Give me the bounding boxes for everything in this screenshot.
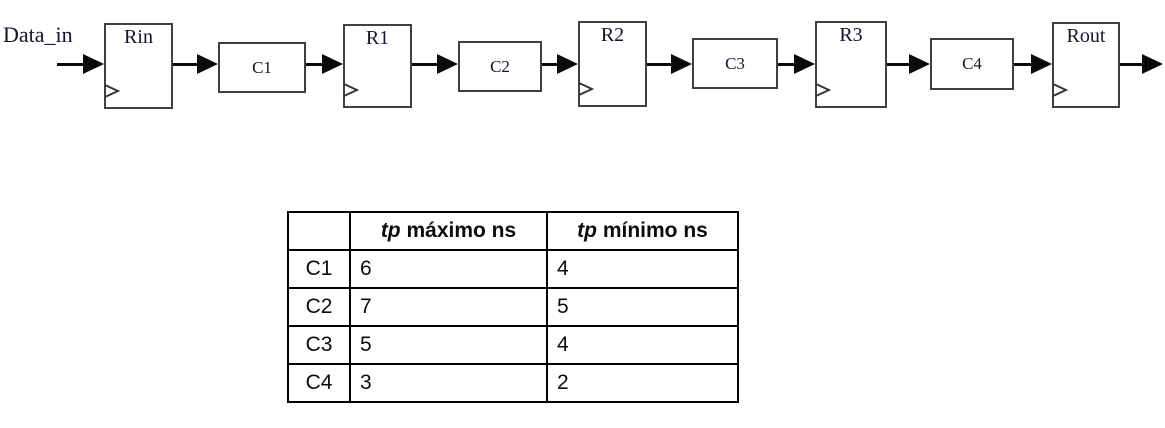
arrow-head-icon — [437, 54, 458, 74]
arrow-stem — [305, 62, 322, 66]
comb-block-c4: C4 — [930, 38, 1014, 90]
arrow-rin-to-c1 — [172, 54, 218, 74]
clock-input-icon — [1052, 83, 1068, 97]
arrow-c1-to-r1 — [305, 54, 343, 74]
comb-block-label: C1 — [252, 57, 272, 77]
register-label: Rout — [1066, 25, 1106, 47]
table-row: C2 7 5 — [287, 287, 739, 327]
header-tp-max: tp máximo ns — [349, 211, 548, 251]
register-label: R2 — [600, 24, 625, 46]
register-rin: Rin — [104, 23, 173, 109]
arrow-rout-to-output — [1119, 54, 1163, 74]
arrow-head-icon — [83, 54, 104, 74]
tp-table: tp máximo ns tp mínimo ns C1 6 4 C2 7 5 … — [287, 211, 739, 403]
comb-block-c2: C2 — [458, 41, 542, 92]
register-r2: R2 — [578, 21, 647, 107]
register-label: R3 — [839, 24, 863, 46]
arrow-datain-to-rin — [57, 54, 104, 74]
comb-block-label: C2 — [490, 56, 510, 76]
row-name-cell: C1 — [287, 249, 351, 289]
arrow-c3-to-r3 — [777, 54, 815, 74]
arrow-head-icon — [794, 54, 815, 74]
tp-max-cell: 5 — [349, 325, 548, 365]
table-row: C4 3 2 — [287, 363, 739, 403]
arrow-stem — [541, 62, 557, 66]
comb-block-c1: C1 — [218, 42, 306, 93]
arrow-head-icon — [1142, 54, 1163, 74]
comb-block-c3: C3 — [692, 38, 778, 89]
arrow-head-icon — [1031, 54, 1052, 74]
table-header-row: tp máximo ns tp mínimo ns — [287, 211, 739, 251]
register-label: Rin — [124, 26, 153, 48]
clock-input-icon — [343, 83, 359, 97]
register-r1: R1 — [343, 24, 412, 108]
comb-block-label: C4 — [962, 54, 982, 73]
tp-min-cell: 4 — [546, 249, 739, 289]
arrow-stem — [1013, 62, 1031, 66]
header-tp-min: tp mínimo ns — [546, 211, 739, 251]
arrow-head-icon — [909, 54, 930, 74]
header-tp-max-text: máximo ns — [400, 219, 517, 242]
tp-min-cell: 4 — [546, 325, 739, 365]
arrow-r1-to-c2 — [411, 54, 458, 74]
row-name-cell: C3 — [287, 325, 351, 365]
register-label: R1 — [365, 27, 390, 49]
clock-input-icon — [578, 82, 594, 96]
arrow-stem — [777, 62, 794, 66]
arrow-r2-to-c3 — [646, 54, 692, 74]
tp-max-cell: 3 — [349, 363, 548, 403]
header-empty-cell — [287, 211, 351, 251]
pipeline-diagram: Data_in Rin R1 R2 R3 Rout — [0, 0, 1165, 160]
arrow-stem — [1119, 62, 1142, 66]
arrow-stem — [172, 62, 197, 66]
tp-min-cell: 2 — [546, 363, 739, 403]
arrow-stem — [57, 62, 83, 66]
arrow-c4-to-rout — [1013, 54, 1052, 74]
arrow-stem — [646, 62, 671, 66]
arrow-c2-to-r2 — [541, 54, 578, 74]
tp-min-cell: 5 — [546, 287, 739, 327]
clock-input-icon — [815, 83, 831, 97]
row-name-cell: C4 — [287, 363, 351, 403]
tp-max-cell: 7 — [349, 287, 548, 327]
arrow-head-icon — [322, 54, 343, 74]
clock-input-icon — [104, 84, 120, 98]
comb-block-label: C3 — [725, 53, 745, 73]
arrow-r3-to-c4 — [886, 54, 930, 74]
tp-symbol: tp — [577, 219, 597, 242]
arrow-stem — [411, 62, 437, 66]
data-in-label: Data_in — [3, 22, 73, 47]
table-row: C3 5 4 — [287, 325, 739, 365]
header-tp-min-text: mínimo ns — [596, 219, 708, 242]
register-rout: Rout — [1052, 22, 1120, 108]
arrow-head-icon — [671, 54, 692, 74]
tp-max-cell: 6 — [349, 249, 548, 289]
table-row: C1 6 4 — [287, 249, 739, 289]
row-name-cell: C2 — [287, 287, 351, 327]
register-r3: R3 — [815, 21, 887, 108]
arrow-head-icon — [557, 54, 578, 74]
arrow-stem — [886, 62, 909, 66]
arrow-head-icon — [197, 54, 218, 74]
tp-symbol: tp — [380, 219, 401, 242]
